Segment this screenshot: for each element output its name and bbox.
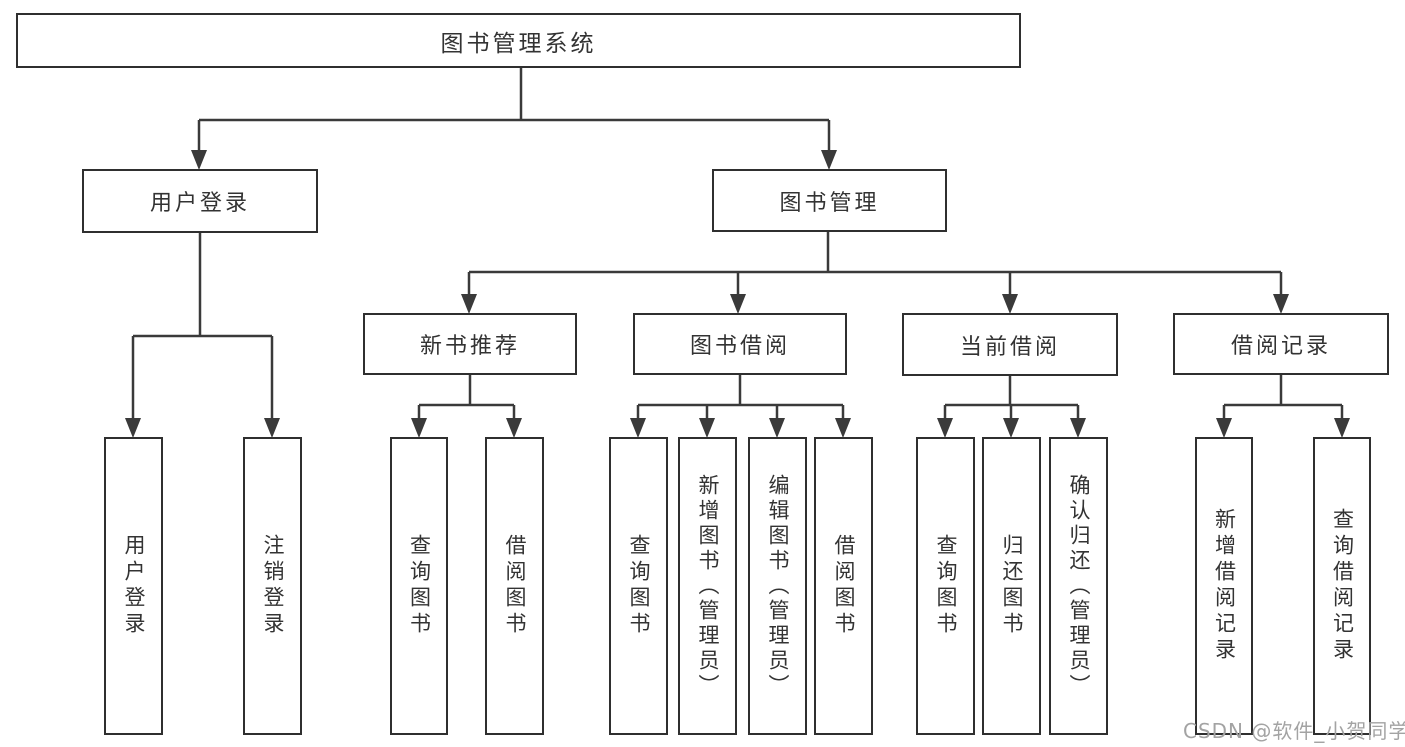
node-borrowing-records: 借阅记录 [1173,313,1389,375]
leaf-query-books-recommend: 查询图书 [390,437,448,735]
node-library-management-system: 图书管理系统 [16,13,1021,68]
connector-borrowing-records-to-leaves [1216,375,1350,438]
leaf-user-login: 用户登录 [104,437,163,735]
leaf-borrow-books-borrowing: 借阅图书 [814,437,873,735]
connector-book-management-to-level3 [461,232,1289,314]
leaf-query-books-borrowing: 查询图书 [609,437,668,735]
leaf-borrow-books-recommend: 借阅图书 [485,437,544,735]
leaf-query-books-current: 查询图书 [916,437,975,735]
leaf-confirm-return-admin: 确认归还（管理员） [1049,437,1108,735]
connector-book-borrowing-to-leaves [630,375,851,438]
leaf-edit-book-admin: 编辑图书（管理员） [748,437,807,735]
node-book-borrowing: 图书借阅 [633,313,847,375]
node-book-management: 图书管理 [712,169,947,232]
connector-user-login-to-leaves [125,233,280,438]
leaf-add-borrow-record: 新增借阅记录 [1195,437,1253,735]
leaf-return-book: 归还图书 [982,437,1041,735]
node-new-book-recommend: 新书推荐 [363,313,577,375]
connector-root-to-level2 [191,68,837,170]
leaf-query-borrow-record: 查询借阅记录 [1313,437,1371,735]
connector-new-book-recommend-to-leaves [411,375,522,438]
leaf-add-book-admin: 新增图书（管理员） [678,437,737,735]
leaf-logout: 注销登录 [243,437,302,735]
node-user-login: 用户登录 [82,169,318,233]
csdn-watermark: CSDN @软件_小贺同学 [1183,719,1405,743]
connector-current-borrowing-to-leaves [937,376,1086,438]
node-current-borrowing: 当前借阅 [902,313,1118,376]
